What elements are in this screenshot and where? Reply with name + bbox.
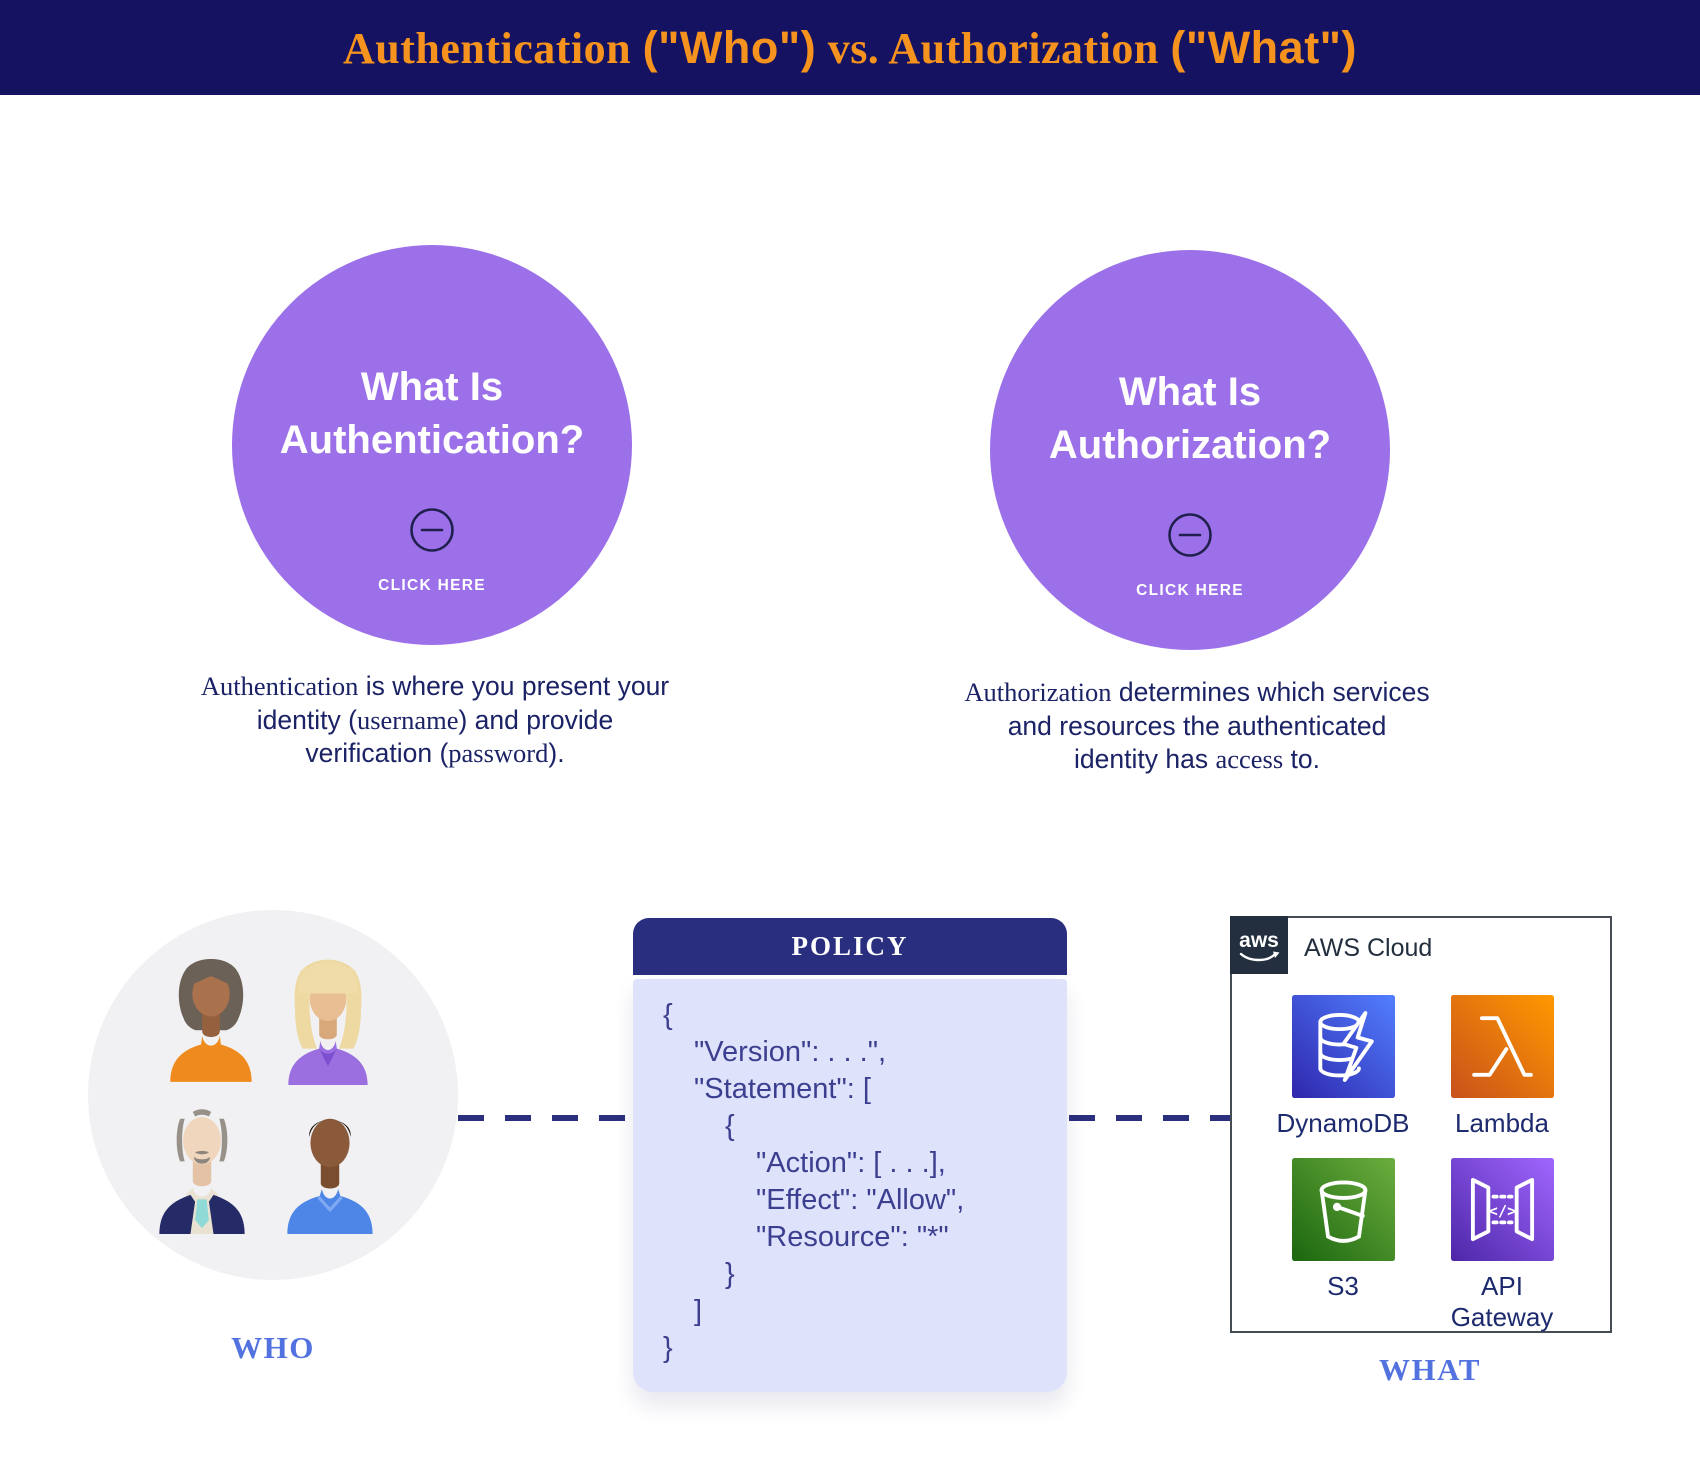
policy-code-line: "Statement": [ (694, 1073, 871, 1105)
desc-line: Authentication is where you present your (200, 671, 670, 701)
aws-logo-icon: aws (1230, 916, 1288, 974)
avatar-woman-orange (170, 958, 252, 1082)
policy-code-line: "Version": . . .", (694, 1036, 887, 1068)
svg-text:</>: </> (1488, 1202, 1516, 1220)
policy-header: POLICY (633, 918, 1067, 975)
policy-code: { "Version": . . .", "Statement": [ { "Actio… (633, 979, 1067, 1367)
service-tile-api-gateway: </> API Gateway (1427, 1158, 1577, 1333)
aws-cloud-label: AWS Cloud (1304, 934, 1433, 962)
authentication-description: Authentication is where you present your… (140, 670, 730, 771)
policy-code-line: "Action": [ . . .], (756, 1147, 946, 1179)
service-tile-dynamodb: DynamoDB (1268, 995, 1418, 1139)
service-label: S3 (1327, 1271, 1359, 1301)
click-here-label[interactable]: CLICK HERE (378, 577, 486, 594)
avatar-man-goatee (159, 1109, 245, 1234)
service-label: Lambda (1455, 1108, 1549, 1138)
api-gateway-icon: </> (1450, 1158, 1554, 1261)
policy-card: POLICY { "Version": . . .", "Statement": [… (633, 918, 1067, 1396)
policy-code-line: "Effect": "Allow", (756, 1184, 965, 1216)
click-here-label[interactable]: CLICK HERE (1136, 582, 1244, 599)
minus-circle-icon[interactable] (409, 507, 455, 553)
s3-icon (1291, 1158, 1395, 1261)
what-label: WHAT (1379, 1352, 1481, 1387)
desc-line: identity (username) and provide (256, 704, 614, 735)
header-banner: Authentication ("Who") vs. Authorization… (0, 0, 1700, 95)
who-users-circle (88, 910, 458, 1280)
minus-circle-icon[interactable] (1167, 512, 1213, 558)
policy-code-line: ] (694, 1295, 703, 1327)
policy-body: { "Version": . . .", "Statement": [ { "Actio… (633, 979, 1067, 1392)
policy-code-line: } (663, 1332, 673, 1364)
desc-line: and resources the authenticated (1007, 710, 1387, 741)
who-label: WHO (231, 1330, 315, 1365)
desc-line: verification (password). (305, 738, 565, 768)
policy-code-line: { (663, 999, 673, 1031)
lambda-icon (1450, 995, 1554, 1098)
policy-code-line: } (725, 1258, 735, 1290)
svg-text:aws: aws (1239, 929, 1279, 952)
desc-line: Authorization determines which services (964, 677, 1430, 707)
desc-line: identity has access to. (1074, 744, 1320, 774)
banner-title: Authentication ("Who") vs. Authorization… (342, 21, 1358, 73)
dynamodb-icon (1291, 995, 1395, 1098)
service-tile-lambda: Lambda (1427, 995, 1577, 1139)
service-label: DynamoDB (1276, 1108, 1410, 1138)
avatar-man-blue-shirt (287, 1118, 373, 1234)
policy-code-line: { (725, 1110, 735, 1142)
policy-code-line: "Resource": "*" (756, 1221, 949, 1253)
connector-policy-aws (1069, 1115, 1231, 1121)
avatar-woman-blonde (288, 959, 368, 1085)
service-label: API Gateway (1450, 1271, 1554, 1332)
connector-who-policy (458, 1115, 634, 1121)
service-tile-s3: S3 (1268, 1158, 1418, 1333)
